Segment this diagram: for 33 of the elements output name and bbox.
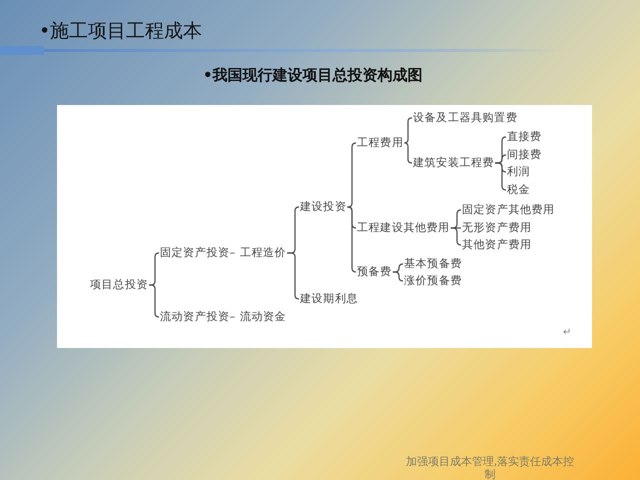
brace-connector bbox=[149, 284, 160, 318]
brace-connector bbox=[287, 252, 300, 300]
tree-item-label: 预备费 bbox=[357, 265, 392, 279]
tree-item-label: 固定资产其他费用 bbox=[462, 203, 555, 217]
tree-item-label: 无形资产费用 bbox=[462, 221, 532, 235]
tree-item-label: 项目总投资 bbox=[90, 278, 148, 292]
brace-connector bbox=[392, 271, 404, 282]
tree-item-label: 间接费 bbox=[507, 148, 542, 162]
tree-item-label: 其他资产费用 bbox=[462, 238, 532, 252]
tree-item-label: 设备及工器具购置费 bbox=[413, 111, 518, 125]
slide-title: •施工项目工程成本 bbox=[39, 19, 202, 43]
tree-item-label: 利润 bbox=[507, 165, 530, 179]
brace-connector bbox=[450, 227, 462, 246]
brace-connector bbox=[404, 142, 412, 164]
tree-item-label: 基本预备费 bbox=[404, 257, 462, 271]
tree-item-label: 直接费 bbox=[507, 130, 542, 144]
tree-item-label: 工程建设其他费用 bbox=[357, 221, 450, 235]
tree-item-label: 工程费用 bbox=[357, 136, 404, 150]
tree-item-label: 固定资产投资– 工程造价 bbox=[160, 246, 286, 260]
tree-item-label: 流动资产投资– 流动资金 bbox=[160, 310, 286, 324]
footer-text: 加强项目成本管理,落实责任成本控制 bbox=[404, 455, 576, 480]
tree-item-label: 涨价预备费 bbox=[404, 274, 462, 288]
paragraph-mark: ↵ bbox=[563, 327, 572, 339]
tree-item-label: 建设投资 bbox=[300, 200, 346, 214]
tree-item-label: 建筑安装工程费 bbox=[413, 156, 494, 170]
tree-item-label: 税金 bbox=[507, 183, 530, 197]
brace-connector bbox=[495, 162, 507, 191]
brace-connector bbox=[347, 206, 357, 273]
brace-connector bbox=[149, 252, 160, 286]
brace-connector bbox=[347, 142, 357, 208]
tree-item-label: 建设期利息 bbox=[300, 292, 358, 306]
brace-connector bbox=[404, 117, 412, 144]
diagram-heading: •我国现行建设项目总投资构成图 bbox=[203, 65, 423, 85]
